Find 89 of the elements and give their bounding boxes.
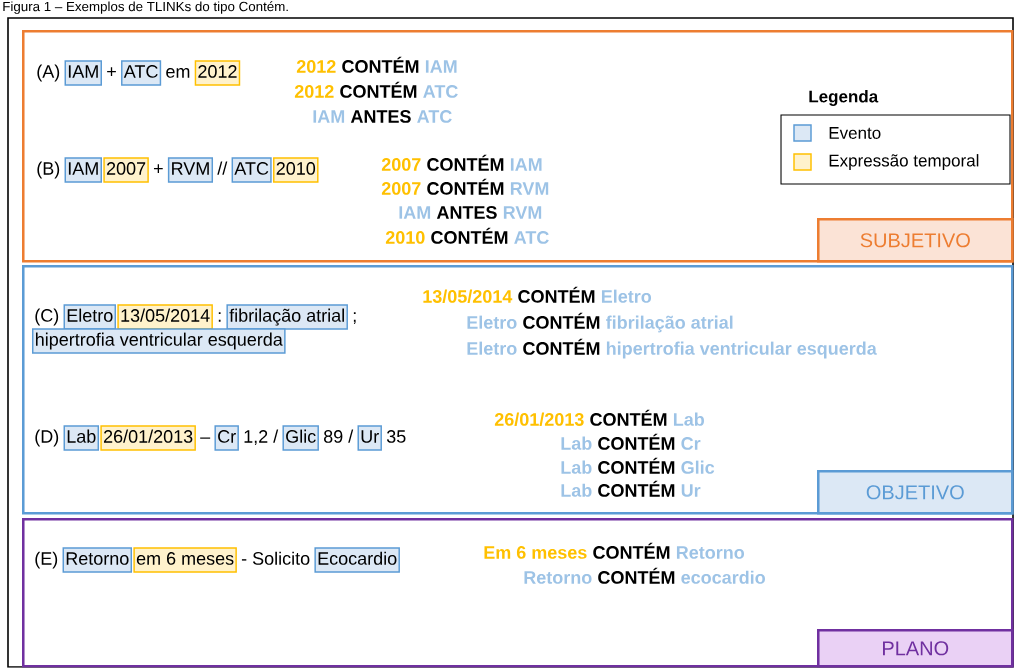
event-box: Lab	[63, 425, 100, 451]
event-box: IAM	[64, 60, 102, 86]
relation-term: fibrilação atrial	[606, 315, 733, 333]
sentence-text: 1,2 /	[244, 429, 279, 445]
relation-term: ATC	[423, 85, 458, 98]
relation-term: IAM	[399, 206, 431, 219]
time-box: 2012	[194, 60, 241, 86]
relation-keyword: CONTÉM	[427, 178, 504, 195]
example-letter: (D)	[35, 429, 59, 447]
relation-keyword: CONTÉM	[342, 56, 419, 73]
relation-term: Cr	[681, 437, 701, 450]
relation-term: 26/01/2013	[494, 412, 584, 427]
event-box: fibrilação atrial	[226, 304, 348, 330]
section-tab: SUBJETIVO	[817, 218, 1014, 263]
sentence-text: em	[166, 68, 190, 78]
relation-keyword: CONTÉM	[598, 433, 675, 450]
event-box: IAM	[64, 157, 102, 183]
event-box: Ecocardio	[314, 547, 400, 573]
relation-keyword: CONTÉM	[590, 409, 667, 426]
relation-keyword: CONTÉM	[523, 338, 600, 355]
relation-term: RVM	[503, 206, 542, 219]
relation-keyword: CONTÉM	[523, 312, 600, 329]
example-letter: (B)	[37, 161, 60, 179]
sentence-text: - Solicito	[241, 551, 310, 565]
relation-keyword: CONTÉM	[598, 480, 675, 497]
relation-term: ATC	[514, 231, 549, 244]
event-box: Glic	[282, 425, 319, 451]
sentence-text: –	[200, 437, 211, 439]
relation-term: Lab	[561, 483, 592, 497]
relation-term: Eletro	[467, 341, 517, 355]
relation-term: Glic	[681, 460, 715, 474]
relation-term: IAM	[313, 110, 345, 123]
event-box: Retorno	[62, 547, 133, 573]
time-box: 2010	[273, 157, 319, 183]
relation-term: Eletro	[467, 315, 517, 329]
relation-term: IAM	[425, 60, 457, 73]
legend-title: Legenda	[809, 90, 879, 106]
relation-term: IAM	[510, 158, 542, 171]
relation-term: Lab	[673, 412, 705, 426]
event-box: ATC	[121, 60, 162, 86]
relation-keyword: CONTÉM	[431, 227, 508, 244]
section-panel	[22, 265, 1014, 515]
event-box: RVM	[167, 157, 214, 183]
sentence-text: //	[217, 161, 228, 175]
sentence-text: 89 /	[324, 429, 354, 443]
sentence-text: +	[107, 67, 116, 77]
relation-term: Retorno	[676, 546, 744, 559]
relation-keyword: ANTES	[436, 206, 497, 219]
relation-keyword: ANTES	[350, 110, 411, 123]
legend-label: Expressão temporal	[829, 154, 979, 170]
time-box: em 6 meses	[133, 547, 237, 573]
relation-keyword: CONTÉM	[593, 542, 670, 559]
event-box: ATC	[231, 157, 272, 183]
sentence-text: +	[154, 164, 163, 174]
time-box: 2007	[103, 157, 149, 183]
legend-label: Evento	[829, 127, 881, 139]
relation-keyword: CONTÉM	[340, 81, 417, 98]
section-panel	[22, 30, 1014, 263]
relation-term: 2007	[381, 158, 421, 171]
time-box: 26/01/2013	[100, 425, 196, 451]
relation-term: 13/05/2014	[423, 289, 513, 304]
relation-term: 2012	[294, 85, 334, 98]
event-box: Ur	[357, 425, 382, 451]
relation-term: ecocardio	[681, 570, 765, 584]
relation-term: RVM	[510, 182, 549, 195]
relation-term: Em 6 meses	[484, 546, 587, 559]
example-letter: (C)	[35, 308, 59, 326]
relation-keyword: CONTÉM	[427, 154, 504, 171]
relation-term: ATC	[417, 110, 452, 123]
relation-term: Ur	[681, 484, 701, 497]
relation-term: 2007	[381, 182, 421, 195]
section-tab: PLANO	[817, 629, 1014, 668]
event-box: Eletro	[63, 304, 116, 330]
relation-term: 2012	[296, 60, 336, 73]
relation-term: Retorno	[524, 571, 592, 584]
figure-title: Figura 1 – Exemplos de TLINKs do tipo Contém.	[3, 1, 288, 14]
relation-term: Lab	[561, 460, 592, 474]
section-panel	[22, 518, 1014, 668]
relation-term: Lab	[561, 436, 592, 450]
section-tab: OBJETIVO	[817, 470, 1014, 515]
relation-keyword: CONTÉM	[598, 457, 675, 474]
relation-term: hipertrofia ventricular esquerda	[606, 341, 877, 359]
relation-keyword: CONTÉM	[518, 286, 595, 303]
relation-keyword: CONTÉM	[598, 567, 675, 584]
relation-term: Eletro	[601, 289, 652, 303]
time-box: 13/05/2014	[117, 304, 213, 330]
sentence-text: :	[218, 312, 221, 322]
relation-term: 2010	[385, 231, 425, 244]
event-box: Cr	[214, 425, 239, 451]
